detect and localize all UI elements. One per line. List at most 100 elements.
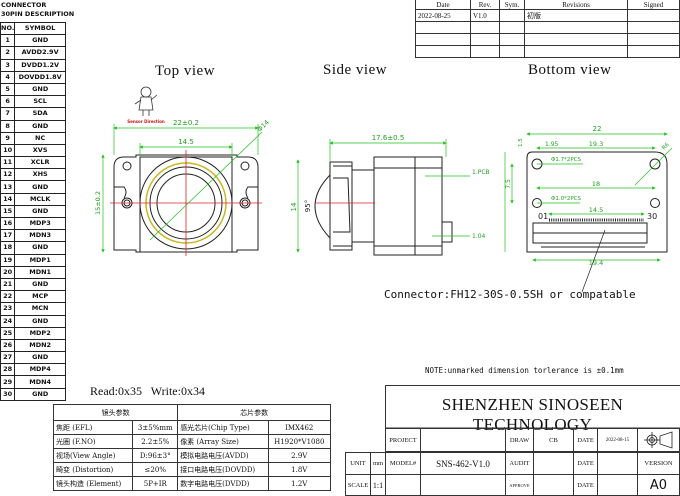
lens-param-name: 畸变 (Distortion) bbox=[52, 462, 134, 477]
blank-cell bbox=[385, 474, 421, 496]
project-label: PROJECT bbox=[385, 428, 421, 452]
pin-symbol: MDN1 bbox=[14, 265, 66, 279]
bottom-view-title: Bottom view bbox=[528, 62, 612, 78]
bottom-vertical-dim: 7.5 bbox=[505, 179, 512, 189]
header-symbol: SYMBOL bbox=[14, 21, 66, 36]
param-header: 镜头参数 芯片参数 bbox=[52, 404, 331, 421]
revision-cell bbox=[627, 45, 680, 58]
bottom-offset-dim: 1.95 bbox=[545, 141, 559, 148]
top-view-drawing: 22±0.2 14.5 15±0.2 Φ14 bbox=[94, 118, 271, 256]
pin-table-header: NO. SYMBOL bbox=[0, 21, 66, 36]
company-name: SHENZHEN SINOSEEN TECHNOLOGY bbox=[441, 395, 624, 434]
lens-param-value: 5P+IR bbox=[132, 476, 179, 491]
scale-value: 1:1 bbox=[370, 474, 386, 496]
scale-label: SCALE bbox=[345, 474, 371, 496]
connector-subtitle: 30PIN DESCRIPTION bbox=[1, 10, 75, 18]
top-height-dim: 15±0.2 bbox=[94, 191, 102, 215]
chip-param-name: 感光芯片(Chip Type) bbox=[177, 420, 269, 435]
top-diameter-dim: Φ14 bbox=[256, 118, 271, 133]
bottom-hole-span-top: 19.3 bbox=[589, 140, 603, 148]
top-inner-dim: 14.5 bbox=[178, 138, 194, 146]
approve-label: APPROVE bbox=[505, 474, 534, 496]
chip-param-name: 像素 (Array Size) bbox=[177, 434, 269, 449]
param-row: 畸变 (Distortion)≤20%接口电路电压(DOVDD)1.8V bbox=[52, 462, 332, 477]
chip-param-value: IMX462 bbox=[267, 420, 332, 435]
pin-01-label: 01 bbox=[538, 212, 548, 221]
i2c-address: Read:0x35 Write:0x34 bbox=[90, 384, 205, 398]
unit-value: mm bbox=[370, 452, 386, 475]
draw-date-label: DATE bbox=[573, 428, 598, 452]
top-width-dim: 22±0.2 bbox=[173, 119, 199, 127]
bottom-width-dim: 22 bbox=[593, 125, 602, 133]
chip-param-name: 接口电路电压(DOVDD) bbox=[177, 462, 269, 477]
audit-date bbox=[597, 452, 638, 475]
revision-table: Date Rev. Sym. Revisions Signed 2022-08-… bbox=[415, 0, 680, 58]
lens-param-name: 视场(View Angle) bbox=[52, 448, 134, 463]
projection-symbol-icon bbox=[644, 431, 673, 449]
header-no: NO. bbox=[0, 21, 16, 36]
param-row: 视场(View Angle)D:96±3°模拟电路电压(AVDD)2.9V bbox=[52, 448, 332, 463]
model-label: MODEL# bbox=[385, 452, 421, 475]
pin-symbol: GND bbox=[14, 387, 66, 401]
lens-param-name: 光圈 (F.NO) bbox=[52, 434, 134, 449]
model-value: SNS-462-V1.0 bbox=[420, 452, 506, 475]
mascot-caption: Sensor Direction bbox=[127, 119, 165, 124]
audit-date-label: DATE bbox=[573, 452, 598, 475]
bottom-edge-dim: 1.5 bbox=[518, 138, 524, 147]
revision-row bbox=[415, 45, 680, 58]
unit-label: UNIT bbox=[345, 452, 371, 475]
pin-number: 12 bbox=[0, 168, 16, 182]
chip-param-value: 2.9V bbox=[267, 448, 332, 463]
pin-number: 21 bbox=[0, 277, 16, 292]
bottom-pins-dim: 14.5 bbox=[589, 206, 603, 214]
side-view-drawing: 17.6±0.5 14 95° 1.PCB 1.04 bbox=[290, 134, 490, 256]
lens-param-name: 焦距 (EFL) bbox=[52, 420, 134, 435]
lens-params-header: 镜头参数 bbox=[52, 404, 179, 421]
chip-params-header: 芯片参数 bbox=[177, 404, 331, 421]
mascot-icon bbox=[134, 86, 158, 116]
chip-param-value: H1920*V1080 bbox=[267, 434, 332, 449]
projection-cell bbox=[637, 428, 680, 452]
pin-number: 9 bbox=[0, 131, 16, 145]
revision-row bbox=[415, 33, 680, 46]
top-view-title: Top view bbox=[155, 63, 216, 79]
draw-value: CB bbox=[533, 428, 574, 452]
connector-label: Connector:FH12-30S-0.5SH or compatable bbox=[384, 288, 636, 301]
bottom-view-drawing: 22 19.3 1.95 1.5 Φ1.7*2PCS 7.5 18 Φ1.0*2… bbox=[504, 125, 673, 293]
side-view-title: Side view bbox=[323, 62, 388, 78]
draw-label: DRAW bbox=[505, 428, 534, 452]
pin-30-label: 30 bbox=[647, 212, 657, 221]
version-value: A0 bbox=[637, 474, 680, 496]
bottom-radius-dim: R6 bbox=[661, 142, 671, 152]
approve-value bbox=[533, 474, 574, 496]
lens-param-value: ≤20% bbox=[132, 462, 179, 477]
pin-number: 6 bbox=[0, 95, 16, 109]
draw-date: 2022-08-15 bbox=[597, 428, 638, 452]
tolerance-note: NOTE:unmarked dimension torlerance is ±0… bbox=[425, 366, 624, 375]
chip-param-value: 1.2V bbox=[267, 476, 332, 491]
approve-date-label: DATE bbox=[573, 474, 598, 496]
pin-number: 23 bbox=[0, 302, 16, 316]
lens-param-value: 3±5%mm bbox=[132, 420, 179, 435]
chip-param-name: 模拟电路电压(AVDD) bbox=[177, 448, 269, 463]
blank-cell bbox=[420, 474, 506, 496]
